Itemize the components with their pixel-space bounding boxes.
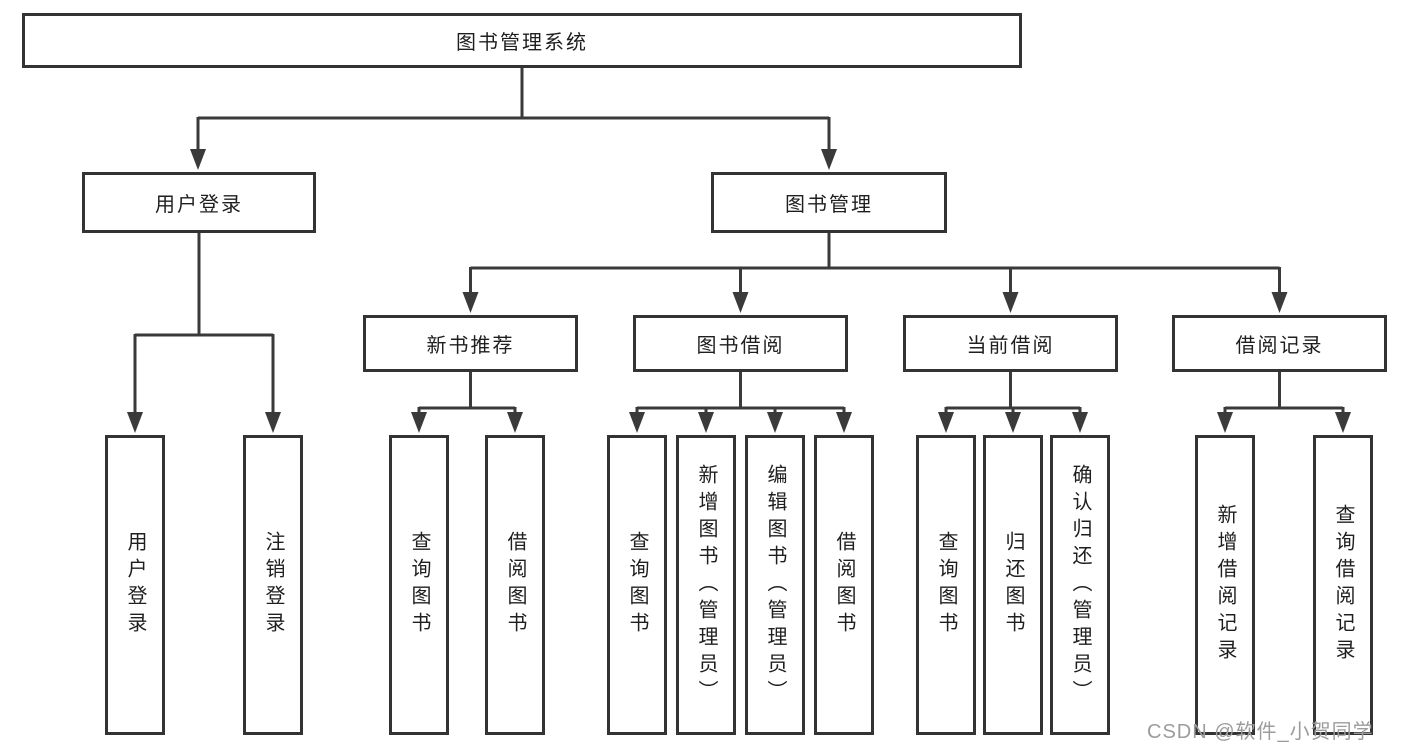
node-current-borrowing: 当前借阅 bbox=[903, 315, 1118, 372]
arrowheads bbox=[127, 149, 1351, 433]
node-book-borrowing: 图书借阅 bbox=[633, 315, 848, 372]
leaf-user-login: 用户登录 bbox=[105, 435, 165, 735]
node-library-management-system: 图书管理系统 bbox=[22, 13, 1022, 68]
leaf-edit-books-admin: 编辑图书（管理员） bbox=[745, 435, 805, 735]
leaf-query-books-newbook: 查询图书 bbox=[389, 435, 449, 735]
leaf-logout: 注销登录 bbox=[243, 435, 303, 735]
node-user-login-branch: 用户登录 bbox=[82, 172, 316, 233]
leaf-add-books-admin: 新增图书（管理员） bbox=[676, 435, 736, 735]
node-new-book-recommend: 新书推荐 bbox=[363, 315, 578, 372]
leaf-borrow-books: 借阅图书 bbox=[814, 435, 874, 735]
leaf-query-borrow-record: 查询借阅记录 bbox=[1313, 435, 1373, 735]
csdn-watermark: CSDN @软件_小贺同学 bbox=[1147, 721, 1374, 743]
leaf-query-books-current: 查询图书 bbox=[916, 435, 976, 735]
leaf-return-books: 归还图书 bbox=[983, 435, 1043, 735]
leaf-query-books-borrow: 查询图书 bbox=[607, 435, 667, 735]
node-borrowing-records: 借阅记录 bbox=[1172, 315, 1387, 372]
leaf-borrow-books-newbook: 借阅图书 bbox=[485, 435, 545, 735]
leaf-add-borrow-record: 新增借阅记录 bbox=[1195, 435, 1255, 735]
leaf-confirm-return-admin: 确认归还（管理员） bbox=[1050, 435, 1110, 735]
node-book-management-branch: 图书管理 bbox=[711, 172, 947, 233]
